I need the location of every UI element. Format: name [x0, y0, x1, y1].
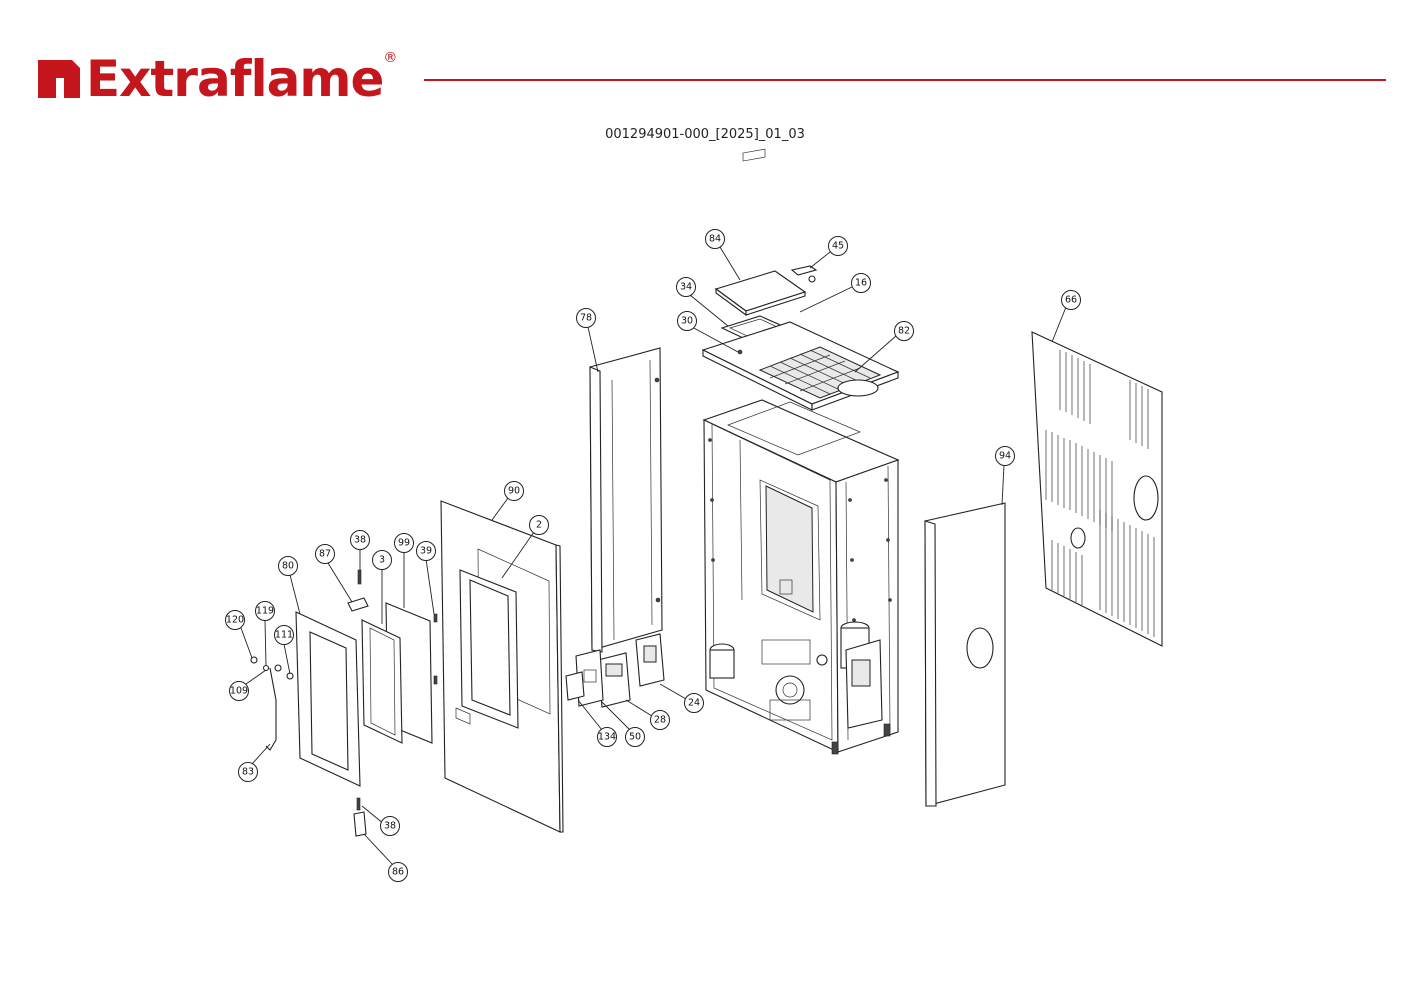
svg-text:90: 90	[508, 486, 520, 497]
svg-text:66: 66	[1065, 295, 1077, 306]
callout-38-top: 38	[350, 530, 370, 550]
svg-text:119: 119	[256, 606, 274, 617]
svg-text:3: 3	[379, 555, 385, 566]
control-board-24	[635, 633, 665, 687]
pin-38-top	[357, 569, 362, 585]
callout-3: 3	[372, 550, 392, 570]
svg-text:120: 120	[226, 615, 244, 626]
callout-16: 16	[851, 273, 871, 293]
document-code: 001294901-000_[2025]_01_03	[605, 127, 805, 142]
callout-94: 94	[995, 446, 1015, 466]
svg-text:87: 87	[319, 549, 331, 560]
callout-24: 24	[684, 693, 704, 713]
callout-119: 119	[255, 601, 275, 621]
callout-30: 30	[677, 311, 697, 331]
callout-2: 2	[529, 515, 549, 535]
handle-83	[250, 656, 294, 751]
svg-text:50: 50	[629, 732, 641, 743]
svg-text:134: 134	[598, 732, 616, 743]
rear-panel	[1031, 331, 1163, 647]
callout-66: 66	[1061, 290, 1081, 310]
svg-text:38: 38	[354, 535, 366, 546]
svg-text:34: 34	[680, 282, 692, 293]
outer-door-80	[295, 611, 471, 787]
brand-name: Extraflame	[86, 50, 384, 108]
callout-134: 134	[597, 727, 617, 747]
small-board-134	[565, 671, 585, 701]
seal-panel-3	[361, 619, 403, 744]
svg-text:78: 78	[580, 313, 592, 324]
callout-111: 111	[274, 625, 294, 645]
svg-text:24: 24	[688, 698, 700, 709]
callout-39: 39	[416, 541, 436, 561]
callout-34: 34	[676, 277, 696, 297]
callout-86: 86	[388, 862, 408, 882]
glass-frame-2	[459, 569, 519, 729]
svg-text:109: 109	[230, 686, 248, 697]
svg-text:111: 111	[275, 630, 293, 641]
svg-text:2: 2	[536, 520, 542, 531]
brand-logo: Extraflame ®	[34, 50, 397, 108]
registered-mark: ®	[383, 50, 398, 66]
svg-text:99: 99	[398, 538, 410, 549]
callout-38-bottom: 38	[380, 816, 400, 836]
svg-text:84: 84	[709, 234, 721, 245]
top-lid-part	[714, 148, 807, 317]
callout-120: 120	[225, 610, 245, 630]
svg-text:80: 80	[282, 561, 294, 572]
callout-82: 82	[894, 321, 914, 341]
svg-text:83: 83	[242, 767, 254, 778]
main-frame-body	[702, 399, 900, 755]
callout-83: 83	[238, 762, 258, 782]
callout-45: 45	[828, 236, 848, 256]
bracket-45-part	[790, 265, 818, 283]
svg-text:45: 45	[832, 241, 844, 252]
svg-text:39: 39	[420, 546, 432, 557]
extraflame-logo-icon	[38, 60, 80, 98]
hinge-block-87	[347, 597, 369, 612]
right-side-panel	[924, 502, 1006, 807]
top-grate-plate	[701, 321, 900, 411]
svg-text:82: 82	[898, 326, 910, 337]
callout-90: 90	[504, 481, 524, 501]
callout-28: 28	[650, 710, 670, 730]
svg-text:94: 94	[999, 451, 1011, 462]
callout-84: 84	[705, 229, 725, 249]
svg-text:30: 30	[681, 316, 693, 327]
svg-text:38: 38	[384, 821, 396, 832]
svg-text:16: 16	[855, 278, 867, 289]
header-rule	[424, 79, 1386, 81]
callout-80: 80	[278, 556, 298, 576]
pin-39	[433, 613, 438, 685]
svg-text:86: 86	[392, 867, 404, 878]
callout-78: 78	[576, 308, 596, 328]
callout-109: 109	[229, 681, 249, 701]
callout-99: 99	[394, 533, 414, 553]
hinge-86	[353, 797, 367, 837]
callout-87: 87	[315, 544, 335, 564]
callout-50: 50	[625, 727, 645, 747]
svg-text:28: 28	[654, 715, 666, 726]
left-side-panel	[589, 347, 663, 653]
leader-lines	[240, 246, 1067, 865]
